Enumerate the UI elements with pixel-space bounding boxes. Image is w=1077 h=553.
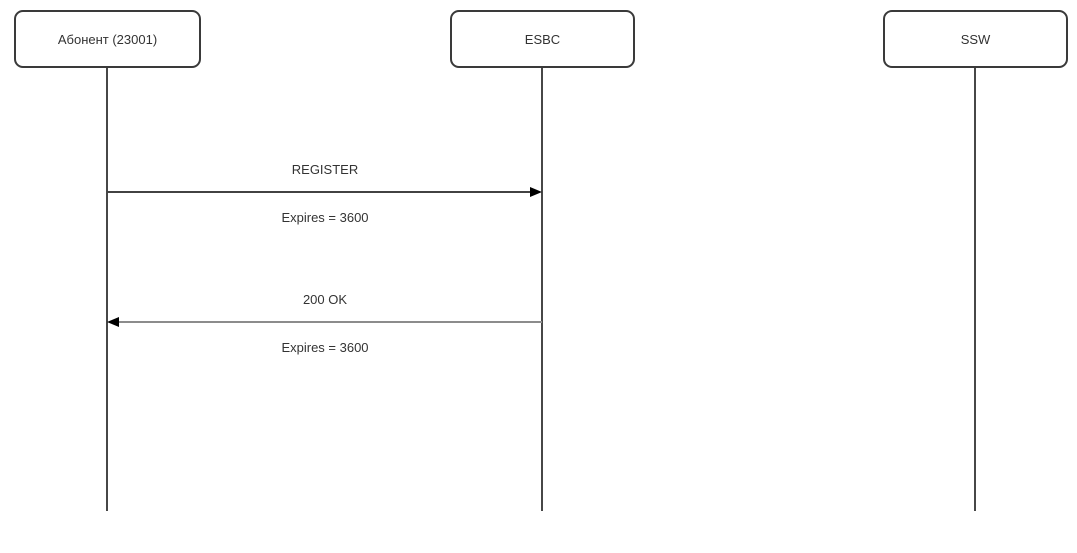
lifeline-ssw <box>974 68 976 511</box>
actor-box-subscriber: Абонент (23001) <box>14 10 201 68</box>
actor-label-ssw: SSW <box>960 31 991 47</box>
actor-box-esbc: ESBC <box>450 10 635 68</box>
lifeline-esbc <box>541 68 543 511</box>
actor-label-esbc: ESBC <box>524 31 561 47</box>
arrowhead-left-icon <box>107 317 119 327</box>
message-register-title: REGISTER <box>291 162 359 177</box>
actor-box-ssw: SSW <box>883 10 1068 68</box>
message-register-arrow-line <box>107 191 532 193</box>
arrowhead-right-icon <box>530 187 542 197</box>
message-200-ok-arrow-line <box>118 321 542 323</box>
lifeline-subscriber <box>106 68 108 511</box>
message-200-ok-title: 200 OK <box>302 292 348 307</box>
message-register-subtitle: Expires = 3600 <box>281 210 369 225</box>
message-200-ok-subtitle: Expires = 3600 <box>281 340 369 355</box>
actor-label-subscriber: Абонент (23001) <box>57 31 158 47</box>
